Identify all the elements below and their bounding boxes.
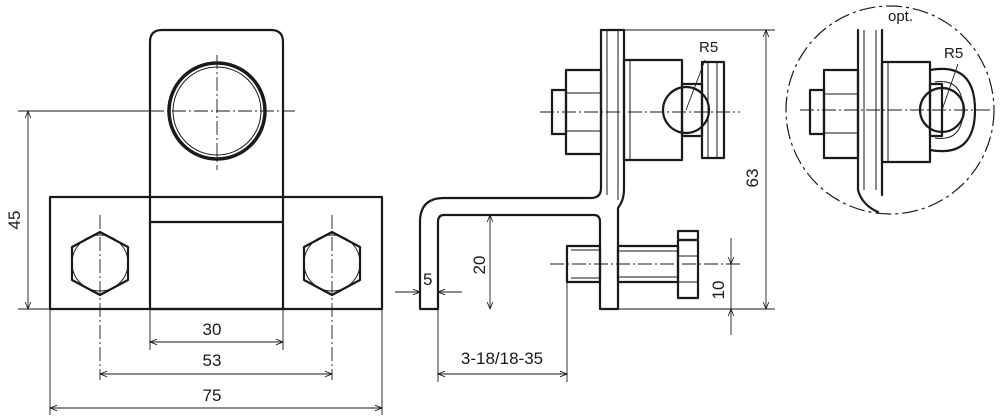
- detail-clamp-body: [880, 60, 977, 164]
- detail-r5-callout: R5: [941, 45, 963, 111]
- side-view: R5 5 20: [395, 28, 775, 382]
- dimension-63-label: 63: [743, 169, 762, 188]
- detail-boundary: [785, 5, 995, 215]
- left-hex-nut: [70, 215, 130, 380]
- side-r5-label: R5: [699, 39, 718, 56]
- dimension-30: 30: [148, 320, 285, 346]
- front-view: 45 30 53 75: [5, 28, 384, 415]
- dimension-30-label: 30: [203, 320, 222, 339]
- detail-strip-left: [856, 28, 880, 214]
- right-hex-nut: [302, 215, 362, 380]
- dimension-53: 53: [98, 351, 334, 378]
- dimension-53-label: 53: [203, 351, 222, 370]
- clamp-body: [622, 58, 726, 162]
- dimension-5: 5: [395, 270, 462, 296]
- dimension-75: 75: [48, 386, 384, 412]
- upright-lower: [148, 220, 285, 311]
- dimension-range-label: 3-18/18-35: [461, 349, 543, 368]
- detail-hex-nut: [808, 68, 860, 160]
- upright-plate: [148, 28, 285, 224]
- bracket-strip-outer: [418, 28, 626, 311]
- detail-opt-label: opt.: [888, 8, 913, 25]
- dimension-20-label: 20: [470, 256, 489, 275]
- dimension-5-label: 5: [423, 270, 432, 289]
- side-r5-callout: R5: [685, 39, 718, 111]
- dimension-45: 45: [5, 109, 150, 311]
- dimension-63: 63: [618, 28, 775, 311]
- dimension-75-label: 75: [203, 386, 222, 405]
- lower-bolt: [550, 229, 740, 300]
- dimension-20: 20: [470, 213, 494, 311]
- detail-view: opt. R5: [785, 5, 995, 215]
- dimension-45-label: 45: [5, 211, 24, 230]
- detail-r5-label: R5: [944, 45, 963, 62]
- dimension-10-label: 10: [709, 281, 728, 300]
- dimension-range: 3-18/18-35: [436, 282, 569, 382]
- dimension-10: 10: [709, 238, 735, 335]
